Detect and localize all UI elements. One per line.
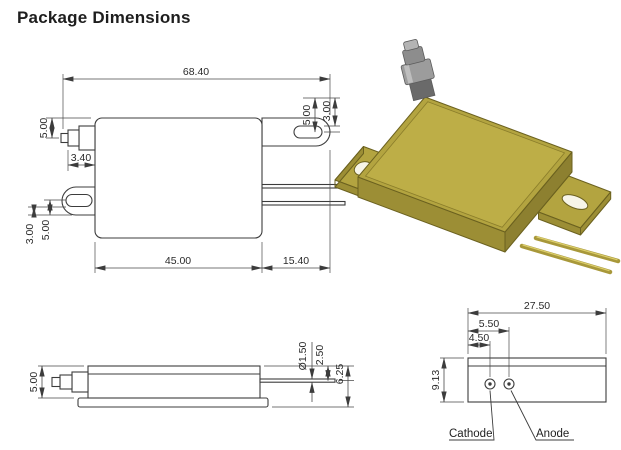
iso-connector-cap [403,39,419,52]
dim-text-body-width: 45.00 [165,255,191,267]
side-pin [259,378,336,383]
dim-text-tab-length: 15.40 [283,255,309,267]
page-title: Package Dimensions [17,8,191,27]
dim-text-pin-offset: 2.50 [314,345,326,366]
dim-text-left-slot-edge: 3.00 [24,224,36,245]
dim-text-side-height: 5.00 [28,372,40,393]
dim-text-slot-center: 5.00 [301,105,313,126]
cathode-label: Cathode [449,428,492,440]
anode-leader-line [510,390,574,441]
connector-ferrule [78,125,96,151]
iso-right-flange-thickness [538,191,612,236]
dim-text-tab-edge: 3.00 [321,101,333,122]
side-body [87,365,261,399]
side-connector-barrel [59,374,73,390]
side-view: 5.00 Ø1.50 2.50 6.25 [28,342,354,408]
iso-connector-highlight [403,64,414,84]
dim-text-left-slot-center: 5.00 [40,220,52,241]
front-pin-anode-center [507,382,511,386]
iso-connector [400,39,436,102]
iso-pin-upper-highlight [536,236,618,261]
iso-right-flange-slot [561,194,589,210]
iso-pin-upper [533,235,621,264]
dim-text-front-width: 27.50 [524,300,550,312]
dim-text-total-width: 68.40 [183,66,209,78]
side-connector-ferrule [71,371,89,393]
front-pin-cathode-center [488,382,492,386]
front-view: 27.50 5.50 4.50 9.13 Cathode Anode [430,300,607,441]
dim-text-side-total-height: 6.25 [334,364,346,385]
dim-text-connector-length: 3.40 [71,152,92,164]
iso-pin-lower [519,243,613,275]
lead-wire-top [261,183,346,189]
slot-right-tab [293,125,323,139]
package-body-outline [94,117,263,239]
iso-pin-lower-highlight [522,244,610,272]
dim-text-front-height: 9.13 [430,370,442,391]
top-view: 68.40 5.00 5.00 3.00 3.40 45.00 15.40 5.… [24,66,346,273]
dim-text-connector-offset: 5.00 [38,118,50,139]
connector-tip [60,132,69,144]
dim-text-pin-diameter: Ø1.50 [297,342,309,371]
iso-lid [364,101,566,228]
iso-view [334,39,621,275]
dim-text-pin-left: 4.50 [469,332,490,344]
connector-barrel [67,129,80,147]
anode-label: Anode [536,428,569,440]
side-extension-lines [38,365,354,408]
cathode-leader-line [449,390,495,441]
side-base-flange [77,397,269,408]
dim-text-pin-right: 5.50 [479,318,500,330]
side-connector-tip [51,376,61,388]
lead-wire-bottom [261,200,346,206]
slot-left-tab [65,193,93,208]
